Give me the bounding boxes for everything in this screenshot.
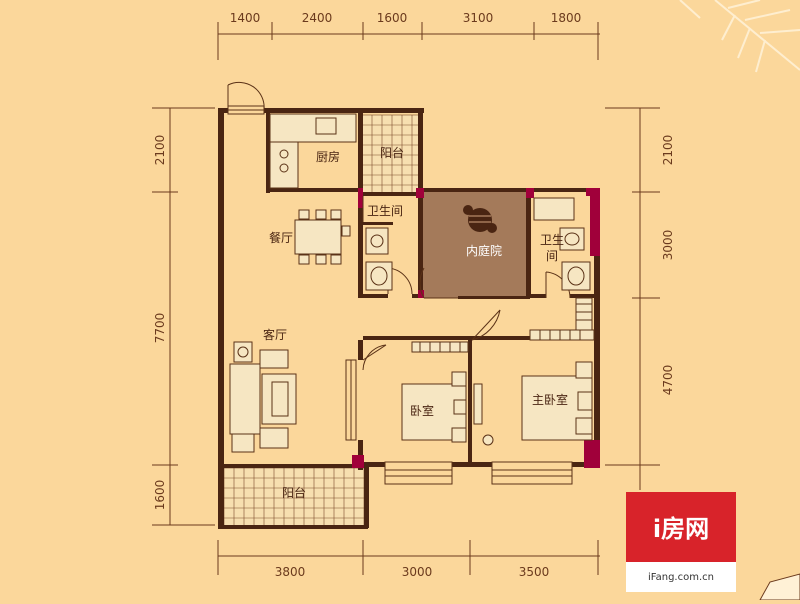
room-label-living: 客厅 xyxy=(263,327,287,342)
leaf-decoration xyxy=(679,0,800,73)
dim-top-4: 3100 xyxy=(463,11,494,25)
room-label-balcony-top: 阳台 xyxy=(380,145,404,160)
dim-left-2: 7700 xyxy=(153,313,167,344)
courtyard-table xyxy=(463,205,497,233)
kitchen-counter xyxy=(269,113,357,189)
dim-top-5: 1800 xyxy=(551,11,582,25)
room-label-courtyard: 内庭院 xyxy=(466,243,502,258)
dim-top-3: 1600 xyxy=(377,11,408,25)
room-label-dining: 餐厅 xyxy=(269,230,293,245)
bedroom-bed xyxy=(401,371,467,443)
dim-bottom-1: 3800 xyxy=(275,565,306,579)
bathroom-right-fixtures xyxy=(559,227,593,333)
dim-left-3: 1600 xyxy=(153,480,167,511)
room-label-kitchen: 厨房 xyxy=(316,149,340,164)
dim-right-1: 2100 xyxy=(661,135,675,166)
dim-top-1: 1400 xyxy=(230,11,261,25)
room-label-bathroom-right-1: 卫生 xyxy=(540,233,564,247)
room-label-bathroom-right-2: 间 xyxy=(546,249,558,263)
room-label-bedroom: 卧室 xyxy=(410,403,434,418)
dim-top-2: 2400 xyxy=(302,11,333,25)
ifang-logo: i房网 iFang.com.cn xyxy=(626,492,736,592)
windows xyxy=(227,105,575,485)
accent-walls xyxy=(352,188,600,468)
dining-table xyxy=(294,209,351,265)
dim-left-1: 2100 xyxy=(153,135,167,166)
dim-bottom-3: 3500 xyxy=(519,565,550,579)
dim-bottom-2: 3000 xyxy=(402,565,433,579)
living-room-sofa xyxy=(229,341,297,453)
room-label-balcony-bottom: 阳台 xyxy=(282,485,306,500)
balcony-top-tiles xyxy=(361,114,421,194)
logo-site: iFang.com.cn xyxy=(648,572,714,583)
dim-right-2: 3000 xyxy=(661,230,675,261)
corner-ornament xyxy=(759,573,800,601)
bathroom-left-fixtures xyxy=(365,227,393,291)
dim-right-3: 4700 xyxy=(661,365,675,396)
logo-text: i房网 xyxy=(653,515,709,543)
room-label-master-bedroom: 主卧室 xyxy=(532,392,568,407)
dimension-lines xyxy=(152,22,660,575)
room-label-bathroom-left: 卫生间 xyxy=(367,204,403,218)
master-bed xyxy=(473,361,593,446)
closets xyxy=(411,329,595,353)
